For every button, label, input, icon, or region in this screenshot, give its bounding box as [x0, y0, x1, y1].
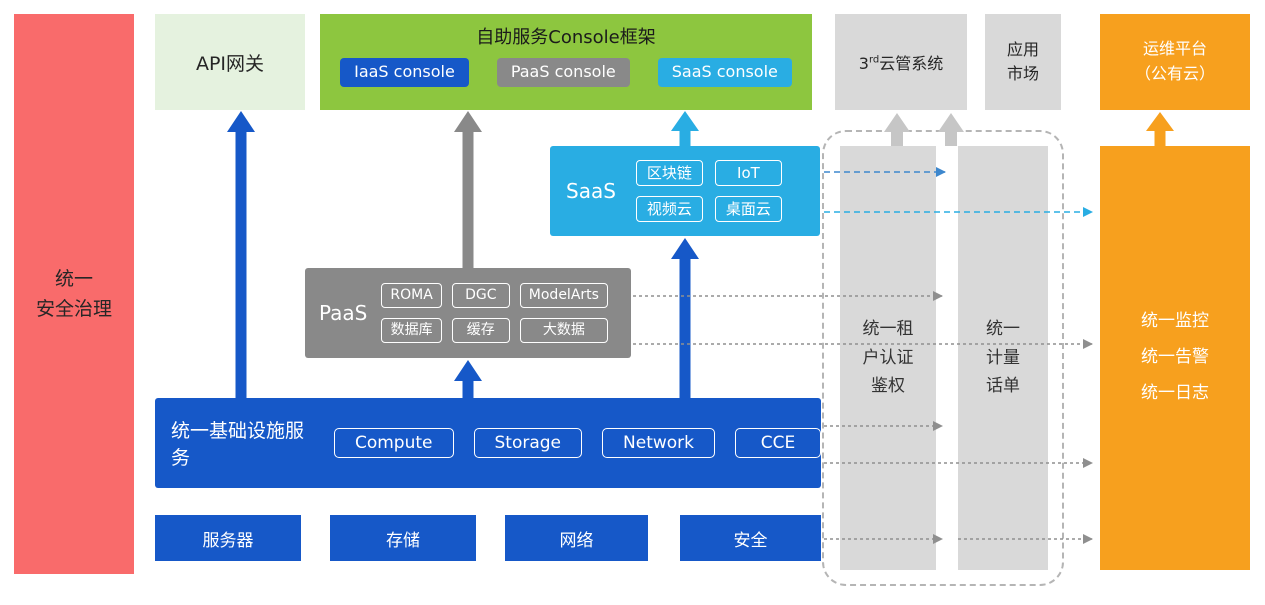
tenant-auth-label: 统一租 户认证 鉴权: [862, 318, 914, 397]
saas-chip-iot: IoT: [714, 159, 782, 186]
saas-chip-blockchain: 区块链: [635, 159, 703, 186]
paas-label: PaaS: [319, 301, 368, 325]
om-platform-box: 运维平台 （公有云）: [1100, 14, 1250, 110]
monitoring-label: 统一监控 统一告警 统一日志: [1141, 311, 1209, 403]
iaas-chip-network: Network: [602, 428, 715, 458]
arrow-infra-to-saas: [671, 238, 699, 398]
saas-console-button: SaaS console: [657, 58, 792, 87]
third-party-cloud-mgmt-label: 3rd云管系统: [858, 54, 944, 73]
infrastructure-chip-row: Compute Storage Network CCE: [333, 428, 821, 458]
om-platform-label: 运维平台 （公有云）: [1134, 39, 1215, 83]
arrow-infra-to-paas: [454, 360, 482, 398]
saas-chip-grid: 区块链 IoT 视频云 桌面云: [635, 159, 782, 223]
saas-box: SaaS 区块链 IoT 视频云 桌面云: [550, 146, 820, 236]
saas-chip-video-cloud: 视频云: [635, 196, 703, 223]
hardware-box-security: 安全: [680, 515, 821, 561]
paas-chip-modelarts: ModelArts: [519, 283, 608, 308]
paas-chip-database: 数据库: [381, 318, 442, 343]
paas-chip-bigdata: 大数据: [519, 318, 608, 343]
paas-chip-cache: 缓存: [451, 318, 510, 343]
metering-label: 统一 计量 话单: [986, 318, 1020, 397]
console-buttons-row: IaaS console PaaS console SaaS console: [340, 58, 792, 87]
hardware-box-network: 网络: [505, 515, 648, 561]
paas-box: PaaS ROMA DGC ModelArts 数据库 缓存 大数据: [305, 268, 631, 358]
tenant-auth-bar: 统一租 户认证 鉴权: [840, 146, 936, 570]
arrow-infra-to-api-gateway: [227, 111, 255, 398]
hardware-box-storage: 存储: [330, 515, 476, 561]
infrastructure-services-label: 统一基础设施服务: [171, 420, 305, 469]
hardware-box-server: 服务器: [155, 515, 301, 561]
saas-label: SaaS: [566, 179, 616, 203]
unified-security-governance-bar: 统一 安全治理: [14, 14, 134, 574]
arrow-monitoring-to-om-platform: [1146, 112, 1174, 146]
metering-bar: 统一 计量 话单: [958, 146, 1048, 570]
iaas-chip-cce: CCE: [735, 428, 821, 458]
paas-console-button: PaaS console: [496, 58, 630, 87]
paas-chip-dgc: DGC: [451, 283, 510, 308]
app-market-box: 应用 市场: [985, 14, 1061, 110]
paas-chip-roma: ROMA: [381, 283, 442, 308]
api-gateway-box: API网关: [155, 14, 305, 110]
third-party-cloud-mgmt-box: 3rd云管系统: [835, 14, 967, 110]
iaas-chip-compute: Compute: [333, 428, 454, 458]
iaas-chip-storage: Storage: [473, 428, 583, 458]
security-governance-label: 统一 安全治理: [35, 267, 112, 320]
console-framework-title: 自助服务Console框架: [476, 27, 656, 48]
saas-chip-desktop-cloud: 桌面云: [714, 196, 782, 223]
app-market-label: 应用 市场: [1006, 40, 1039, 83]
api-gateway-label: API网关: [195, 52, 265, 75]
iaas-console-button: IaaS console: [340, 58, 469, 87]
infrastructure-services-box: 统一基础设施服务 Compute Storage Network CCE: [155, 398, 821, 488]
paas-chip-grid: ROMA DGC ModelArts 数据库 缓存 大数据: [381, 283, 608, 343]
monitoring-bar: 统一监控 统一告警 统一日志: [1100, 146, 1250, 570]
arrow-saas-to-console: [671, 111, 699, 146]
console-framework-box: 自助服务Console框架 IaaS console PaaS console …: [320, 14, 812, 110]
arrow-paas-to-console: [454, 111, 482, 268]
